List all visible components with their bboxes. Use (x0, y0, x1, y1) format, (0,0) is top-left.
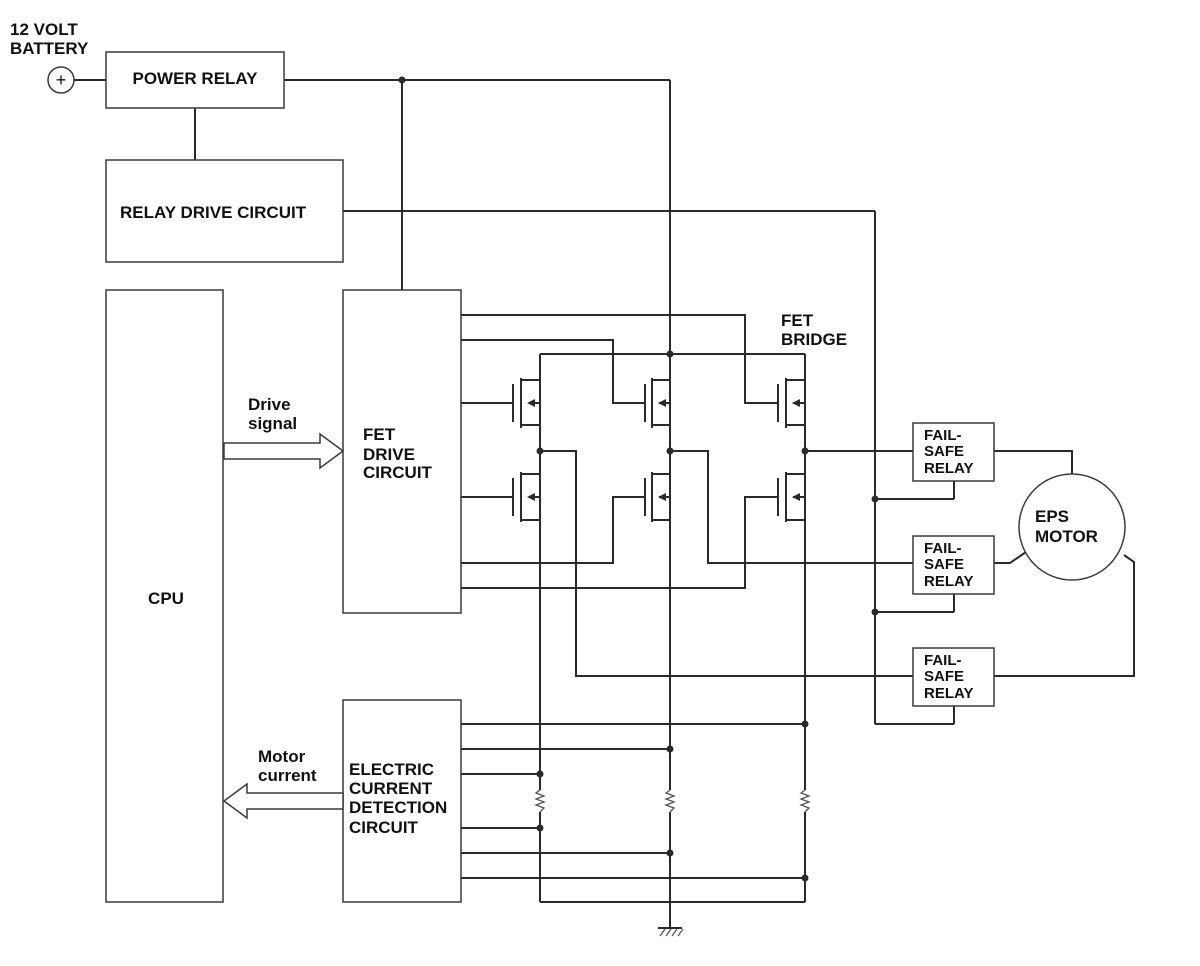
fet-q1 (512, 378, 541, 428)
shunt-resistor-3 (799, 789, 811, 813)
fail-safe-relay-1-line2: SAFE (924, 443, 964, 460)
fet-bridge-label-line1: FET (781, 311, 814, 330)
fet-drive-circuit-block: FET DRIVE CIRCUIT (342, 289, 462, 614)
fet-bridge-label-line2: BRIDGE (781, 330, 847, 349)
fail-safe-relay-3: FAIL- SAFE RELAY (912, 647, 995, 707)
ground-symbol (658, 927, 684, 937)
junction-dots (398, 76, 879, 882)
fail-safe-relay-2-line1: FAIL- (924, 540, 962, 557)
fet-q4 (512, 472, 541, 522)
fail-safe-relay-1: FAIL- SAFE RELAY (912, 422, 995, 482)
current-detection-label-line2: CURRENT (349, 779, 433, 798)
drive-signal: Drive signal (223, 395, 345, 470)
fet-transistors (512, 378, 806, 522)
shunt-resistor-1 (534, 789, 546, 813)
battery: + 12 VOLT BATTERY (10, 20, 89, 94)
cpu-block: CPU (105, 289, 224, 903)
fet-drive-circuit-label-line2: DRIVE (363, 445, 415, 464)
fet-q3 (777, 378, 806, 428)
power-relay-label: POWER RELAY (132, 69, 258, 88)
battery-label-line1: 12 VOLT (10, 20, 78, 39)
shunt-resistor-2 (664, 789, 676, 813)
eps-motor-label-line1: EPS (1035, 507, 1069, 526)
fail-safe-relay-3-line3: RELAY (924, 685, 973, 702)
motor-current-label-line2: current (258, 766, 317, 785)
relay-drive-circuit-block: RELAY DRIVE CIRCUIT (105, 159, 344, 263)
relay-drive-circuit-label: RELAY DRIVE CIRCUIT (120, 203, 307, 222)
fet-bridge-label: FET BRIDGE (781, 311, 847, 349)
battery-terminal-icon (47, 66, 75, 94)
current-detection-label-line1: ELECTRIC (349, 760, 434, 779)
motor-current: Motor current (222, 747, 344, 820)
drive-signal-arrow-icon (223, 432, 345, 470)
fet-drive-circuit-label-line1: FET (363, 425, 396, 444)
current-detection-label-line3: DETECTION (349, 798, 447, 817)
fail-safe-relay-2: FAIL- SAFE RELAY (912, 535, 995, 595)
fail-safe-relay-2-line3: RELAY (924, 573, 973, 590)
fail-safe-relay-2-line2: SAFE (924, 556, 964, 573)
current-detection-label-line4: CIRCUIT (349, 818, 419, 837)
motor-current-label-line1: Motor (258, 747, 306, 766)
motor-current-arrow-icon (222, 782, 344, 820)
shunt-resistors (534, 789, 811, 813)
fet-drive-circuit-label-line3: CIRCUIT (363, 463, 433, 482)
fet-q6 (777, 472, 806, 522)
eps-motor: EPS MOTOR (1018, 473, 1126, 581)
power-relay-block: POWER RELAY (105, 51, 285, 109)
fail-safe-relay-3-line1: FAIL- (924, 652, 962, 669)
drive-signal-label-line1: Drive (248, 395, 291, 414)
battery-plus-symbol: + (56, 70, 67, 90)
battery-label-line2: BATTERY (10, 39, 89, 58)
fail-safe-relay-3-line2: SAFE (924, 668, 964, 685)
fet-q5 (644, 472, 671, 522)
fet-q2 (644, 378, 671, 428)
electric-current-detection-circuit-block: ELECTRIC CURRENT DETECTION CIRCUIT (342, 699, 462, 903)
fail-safe-relay-1-line3: RELAY (924, 460, 973, 477)
drive-signal-label-line2: signal (248, 414, 297, 433)
eps-motor-label-line2: MOTOR (1035, 527, 1098, 546)
cpu-label: CPU (148, 589, 184, 608)
fail-safe-relay-1-line1: FAIL- (924, 427, 962, 444)
